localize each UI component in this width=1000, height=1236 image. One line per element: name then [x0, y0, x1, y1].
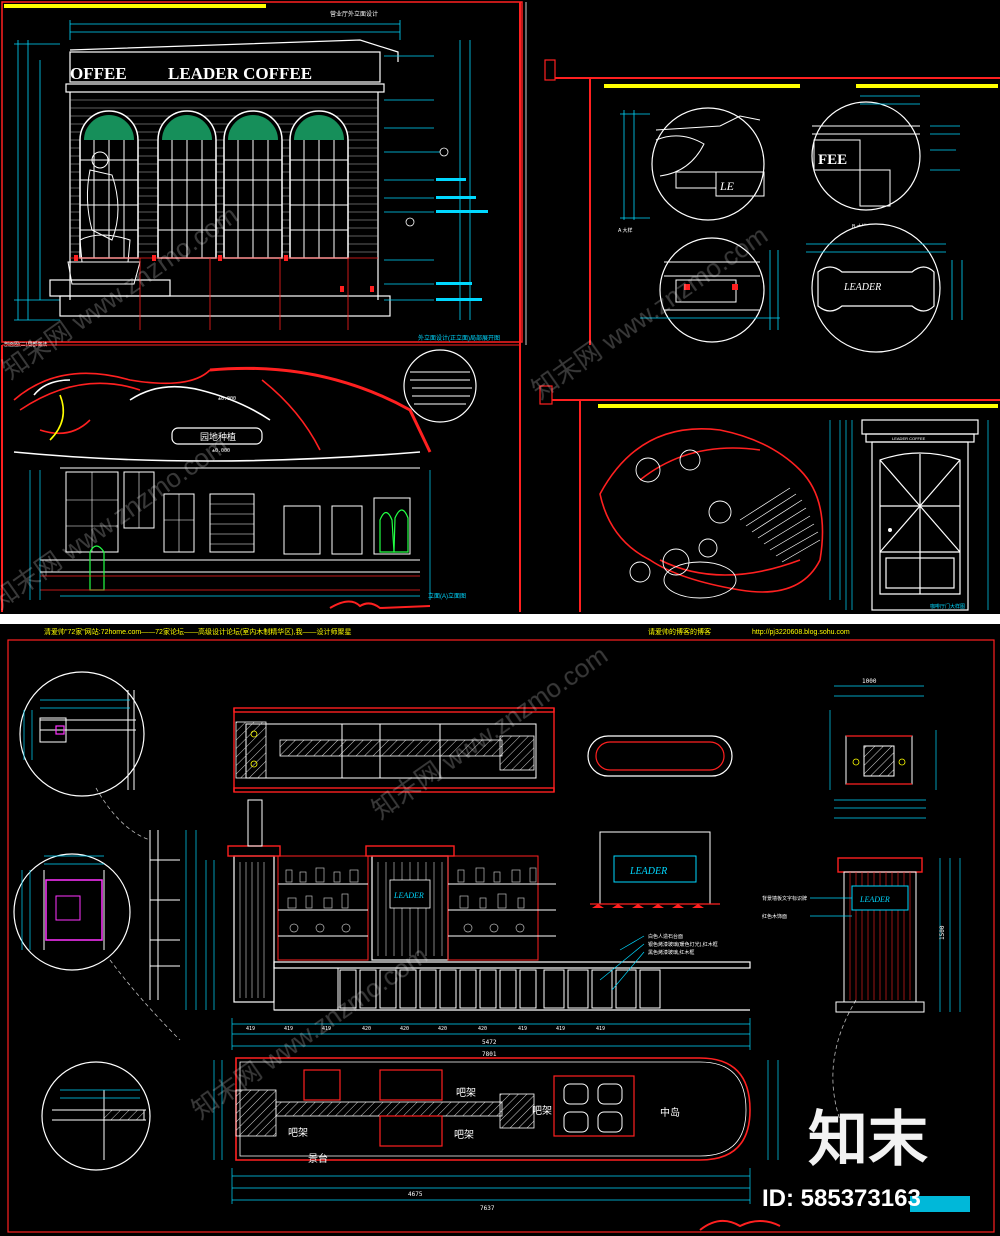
top-right-detail-panel: LE A 大样 FEE B 大样 [525, 2, 1000, 353]
dim-row-3: 419 [322, 1026, 331, 1032]
arched-windows [79, 110, 349, 259]
material-note-1: 白色人造石台面 [648, 933, 683, 940]
mid-right-door-panel: LEADER COFFEE 咖啡厅门大样图 [539, 385, 1000, 612]
dim-row-5: 420 [400, 1026, 409, 1032]
column-width-dim: 1000 [862, 678, 877, 685]
back-wall-sign: LEADER [629, 866, 667, 877]
banner-url: http://pj3220608.blog.sohu.com [752, 629, 850, 636]
logo-fragment-le: LE [719, 179, 735, 193]
panel-divider [0, 614, 1000, 624]
column-sign: LEADER [859, 895, 890, 904]
dim-row-6: 420 [438, 1026, 447, 1032]
detail-a-label: A 大样 [618, 227, 632, 234]
door-drawing-title: 咖啡厅门大样图 [930, 603, 965, 610]
column-height-dim: 1500 [939, 925, 946, 940]
level-marker-2: ±0.000 [212, 448, 230, 454]
top-left-facade-panel: 营业厅外立面设计 OFFEE LEADER COFF [1, 1, 523, 348]
dim-part: 4675 [408, 1191, 423, 1198]
plaque-leader: LEADER [843, 282, 881, 293]
watermark-text-4: 知末网 www.znzmo.com [366, 640, 613, 825]
sign-fragment-fee: FEE [818, 152, 847, 168]
dim-row-7: 420 [478, 1026, 487, 1032]
bottom-bar-counter-panel: 1000 LEADER [7, 639, 995, 1233]
watermark-id: ID: 585373163 [762, 1185, 921, 1212]
mid-left-drawing-title: 立面(A)立面图 [428, 592, 466, 600]
dim-row-2: 419 [284, 1026, 293, 1032]
watermark-brand: 知末 [808, 1106, 928, 1173]
bar-sign-plaque: LEADER [393, 891, 424, 900]
dim-total-3: 7637 [480, 1205, 495, 1212]
mid-left-elevation-panel: 园地种植 ±0.000 ±0.000 [1, 344, 521, 612]
top-left-drawing-title: 外立面设计(正立面)局部展开图 [418, 334, 500, 342]
sign-left-fragment: OFFEE [70, 64, 127, 83]
watermark-text-3: 知末网 www.znzmo.com [0, 430, 233, 615]
sign-leader-coffee: LEADER COFFEE [168, 64, 312, 83]
top-left-title-bar: 营业厅外立面设计 [330, 10, 378, 18]
door-sign: LEADER COFFEE [892, 436, 926, 441]
watermark-text-5: 知末网 www.znzmo.com [186, 940, 433, 1125]
dim-row-9: 419 [556, 1026, 565, 1032]
dim-row-10: 419 [596, 1026, 605, 1032]
banner-right-text: 请爱帅的博客的博客 [648, 627, 711, 636]
dim-row-1: 419 [246, 1026, 255, 1032]
label-bar-left: 吧架 [288, 1127, 308, 1139]
label-bar-right: 吧架 [532, 1105, 552, 1117]
label-bar-top-right: 吧架 [456, 1087, 476, 1099]
column-note-2: 红色木饰面 [762, 913, 787, 920]
watermark-layer: 知末网 www.znzmo.com 知末网 www.znzmo.com 知末网 … [0, 200, 773, 1125]
material-note-3: 黑色烤漆玻璃,红木框 [648, 949, 694, 956]
dim-total-2: 5472 [482, 1039, 497, 1046]
material-note-2: 银色烤漆玻璃(暖色灯光),红木框 [648, 941, 718, 948]
label-stage: 景台 [308, 1152, 328, 1165]
label-bar-bottom: 吧架 [454, 1129, 474, 1141]
green-figures [89, 509, 409, 591]
column-note-1: 背景墙板文字标识牌 [762, 895, 807, 902]
banner-left-text: 清爱帅"72家"网站:72home.com——72家论坛——高级设计论坛(室内木… [44, 627, 352, 636]
level-marker-1: ±0.000 [218, 396, 236, 402]
garden-planting-label: 园地种植 [200, 431, 236, 442]
dim-total-1: 7801 [482, 1051, 497, 1058]
door-elevation [861, 419, 979, 611]
dim-row-8: 419 [518, 1026, 527, 1032]
label-island: 中岛 [660, 1106, 680, 1119]
dim-row-4: 420 [362, 1026, 371, 1032]
